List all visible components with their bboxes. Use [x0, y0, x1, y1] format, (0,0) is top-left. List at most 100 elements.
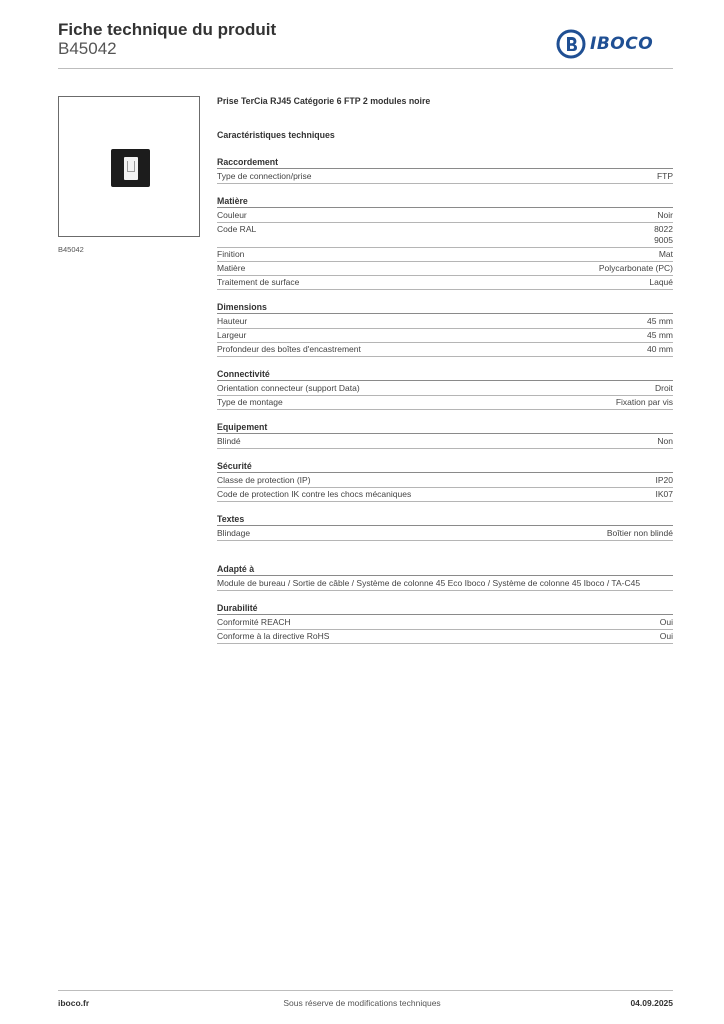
spec-label: Conformité REACH [217, 616, 291, 627]
footer-divider [58, 990, 673, 991]
footer-notice: Sous réserve de modifications techniques [283, 998, 441, 1008]
section-title: Connectivité [217, 368, 673, 381]
section-title: Equipement [217, 421, 673, 434]
spec-value: Boîtier non blindé [607, 528, 673, 539]
spec-value: Non [657, 436, 673, 447]
spec-value: 40 mm [647, 344, 673, 355]
product-code: B45042 [58, 39, 117, 58]
section-title: Matière [217, 195, 673, 208]
spec-row: Blindé Non [217, 435, 673, 449]
footer-date: 04.09.2025 [630, 998, 673, 1008]
spec-label: Traitement de surface [217, 277, 300, 287]
spec-row: Matière Polycarbonate (PC) [217, 262, 673, 276]
spec-row: Conformité REACH Oui [217, 616, 673, 630]
section-title: Sécurité [217, 460, 673, 473]
spec-value-line: 9005 [654, 235, 673, 245]
spec-value: 45 mm [647, 316, 673, 327]
spec-label: Blindage [217, 528, 251, 538]
rj45-port [124, 157, 138, 180]
image-caption: B45042 [58, 245, 84, 254]
spec-value-line: Laqué [649, 277, 673, 287]
iboco-logo-icon [556, 29, 586, 59]
spec-value-line: FTP [656, 171, 673, 181]
spec-label: Code RAL [217, 224, 257, 234]
spec-value-line: 40 mm [647, 344, 673, 354]
spec-label: Profondeur des boîtes d'encastrement [217, 344, 361, 354]
spec-row: Traitement de surface Laqué [217, 276, 673, 290]
footer-website[interactable]: iboco.fr [58, 998, 90, 1008]
spec-value: Polycarbonate (PC) [599, 263, 673, 274]
product-image [58, 96, 200, 237]
spec-value-line: 8022 [654, 224, 673, 234]
spec-row: Code de protection IK contre les chocs m… [217, 488, 673, 502]
spec-label: Matière [217, 263, 246, 273]
spec-value: IK07 [656, 489, 674, 500]
spec-row: Blindage Boîtier non blindé [217, 527, 673, 541]
spec-value-line: Fixation par vis [615, 397, 673, 407]
spec-label: Largeur [217, 330, 247, 340]
spec-label: Finition [217, 249, 245, 259]
spec-value-line: Boîtier non blindé [606, 528, 673, 538]
section-title: Durabilité [217, 602, 673, 615]
header-divider [58, 68, 673, 69]
spec-value-line: Noir [657, 210, 673, 220]
spec-row: Orientation connecteur (support Data) Dro… [217, 382, 673, 396]
section-title: Dimensions [217, 301, 673, 314]
spec-value: 45 mm [647, 330, 673, 341]
spec-value-line: Non [657, 436, 673, 446]
brand-logo: IBOCO [556, 28, 674, 60]
spec-row: Couleur Noir [217, 209, 673, 223]
spec-value-line: 45 mm [647, 330, 673, 340]
spec-value: Noir [657, 210, 673, 221]
rj45-socket-icon [111, 149, 150, 187]
spec-label: Type de connection/prise [217, 171, 312, 181]
spec-row: Hauteur 45 mm [217, 315, 673, 329]
spec-row: Type de montage Fixation par vis [217, 396, 673, 410]
spec-value-line: Oui [659, 616, 673, 627]
page-title: Fiche technique du produit [58, 20, 277, 39]
spec-label: Hauteur [217, 316, 248, 326]
spec-value-line: 45 mm [647, 316, 673, 326]
spec-label: Conforme à la directive RoHS [217, 630, 330, 641]
spec-value-line: IK07 [655, 489, 674, 499]
spec-value-line: Mat [658, 249, 673, 259]
spec-label: Couleur [217, 210, 247, 220]
section-title: Raccordement [217, 156, 673, 169]
spec-value: Oui [660, 631, 673, 642]
section-title: Adapté à [217, 563, 673, 576]
spec-row: Finition Mat [217, 248, 673, 262]
spec-value-line: Polycarbonate (PC) [598, 263, 673, 273]
characteristics-title: Caractéristiques techniques [217, 130, 335, 140]
product-name: Prise TerCia RJ45 Catégorie 6 FTP 2 modu… [217, 96, 431, 106]
spec-row: Largeur 45 mm [217, 329, 673, 343]
spec-row: Classe de protection (IP) IP20 [217, 474, 673, 488]
section-adapte: Adapté à Module de bureau / Sortie de câ… [217, 563, 673, 591]
adapte-text: Module de bureau / Sortie de câble / Sys… [217, 577, 673, 591]
spec-value-line: Oui [659, 630, 673, 641]
spec-row: Type de connection/prise FTP [217, 170, 673, 184]
spec-row: Profondeur des boîtes d'encastrement 40 m… [217, 343, 673, 357]
spec-label: Classe de protection (IP) [217, 475, 311, 485]
spec-label: Type de montage [217, 397, 283, 407]
spec-label: Orientation connecteur (support Data) [217, 383, 360, 393]
spec-value: Droit [655, 383, 673, 394]
brand-name: IBOCO [590, 34, 654, 54]
spec-label: Code de protection IK contre les chocs m… [217, 489, 412, 499]
spec-value-line: Droit [655, 383, 673, 393]
spec-value: IP20 [656, 475, 674, 486]
spec-label: Blindé [217, 436, 241, 446]
spec-value: Oui [660, 617, 673, 628]
spec-content: Prise TerCia RJ45 Catégorie 6 FTP 2 modu… [217, 95, 673, 655]
spec-value: Fixation par vis [616, 397, 673, 408]
spec-row: Conforme à la directive RoHS Oui [217, 630, 673, 644]
